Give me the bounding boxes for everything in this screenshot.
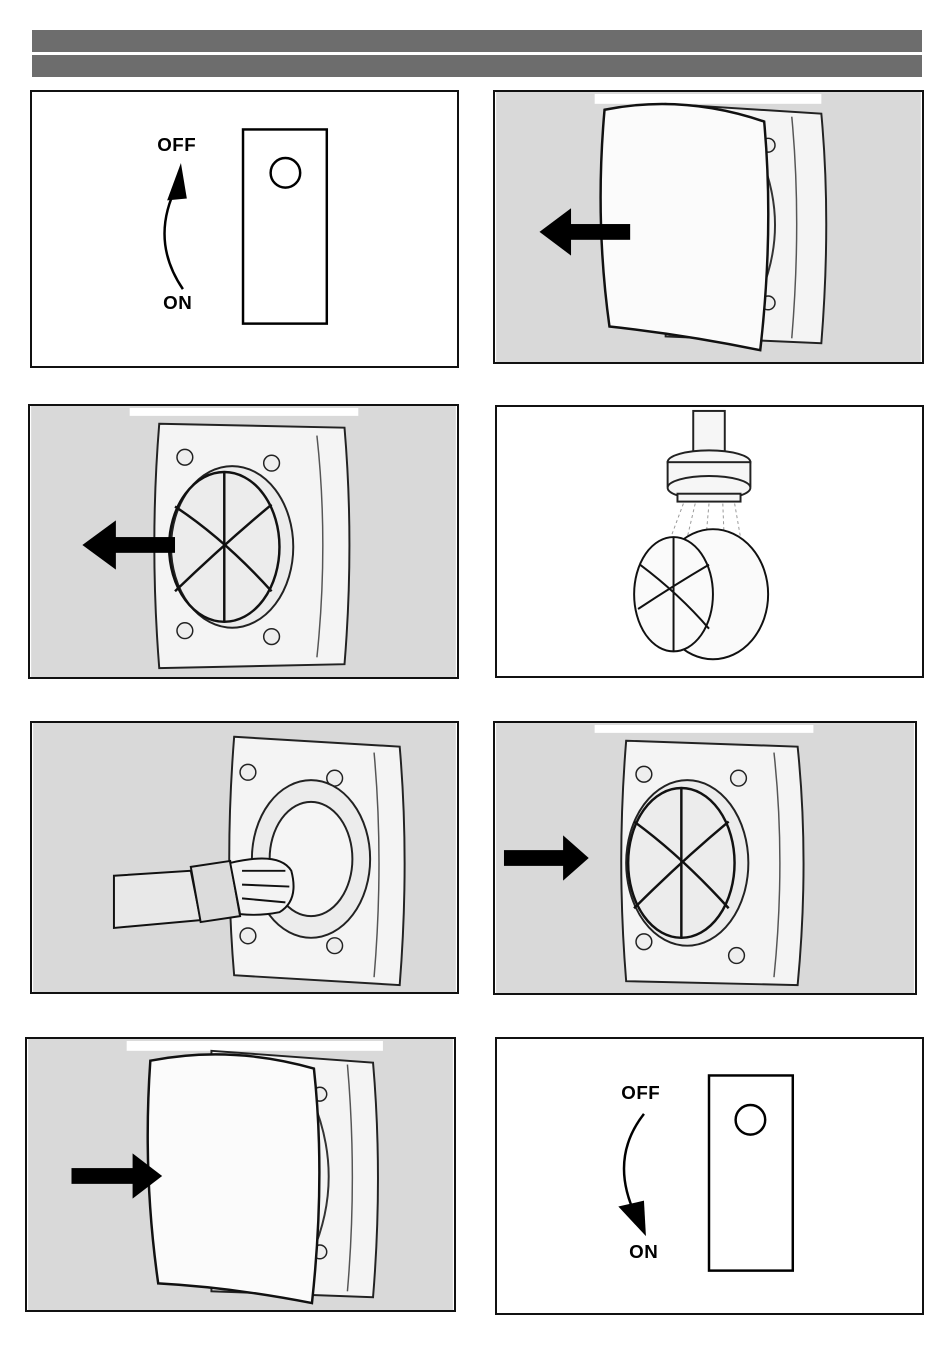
step-3-remove-grille-panel <box>28 404 459 679</box>
step-8-switch-on-panel: OFF ON <box>495 1037 924 1315</box>
step-2-remove-cover-panel <box>493 90 924 364</box>
arrow-head-down-icon <box>618 1201 646 1236</box>
fan-body-icon <box>154 424 349 668</box>
step-1-switch-off-panel: OFF ON <box>30 90 459 368</box>
step-5-brush-clean-panel <box>30 721 459 994</box>
on-label: ON <box>629 1241 658 1262</box>
front-cover-icon <box>148 1054 320 1303</box>
off-label: OFF <box>157 134 196 155</box>
curved-arrow-icon <box>624 1114 644 1217</box>
step-7-refit-cover-panel <box>25 1037 456 1312</box>
grille-icon <box>634 529 768 659</box>
fan-body-icon <box>621 741 803 985</box>
header-bar-bottom <box>32 55 922 77</box>
on-label: ON <box>163 292 192 313</box>
off-label: OFF <box>621 1082 660 1103</box>
switch-button-icon <box>736 1105 766 1135</box>
arrow-head-up-icon <box>167 163 187 200</box>
curved-arrow-icon <box>165 186 183 289</box>
switch-button-icon <box>271 158 301 188</box>
step-6-refit-grille-panel <box>493 721 917 995</box>
step-4-wash-grille-panel <box>495 405 924 678</box>
tap-icon <box>668 411 751 502</box>
header-bar-top <box>32 30 922 52</box>
